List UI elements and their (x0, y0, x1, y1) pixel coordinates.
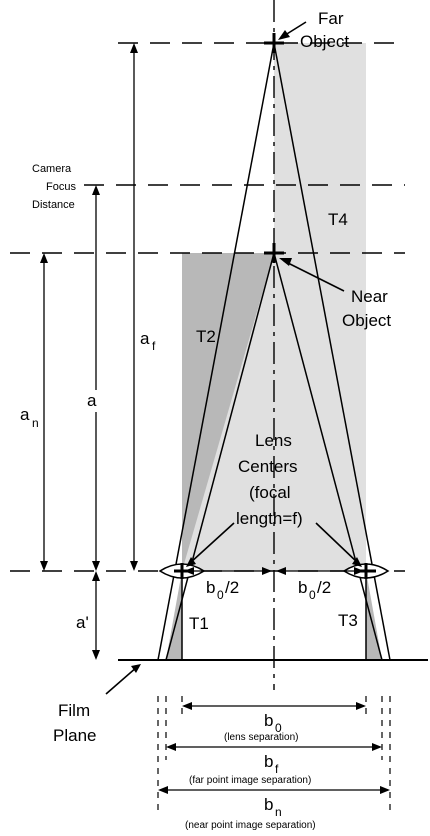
svg-text:/2: /2 (225, 578, 239, 597)
lens-centers-right-pointer-arrow (315, 522, 362, 567)
bf-dimension-arrow (166, 743, 382, 751)
t3-dark-wedge (366, 571, 382, 660)
near-object-marker (264, 243, 284, 263)
a-label: a (85, 390, 101, 412)
svg-text:b: b (264, 752, 273, 771)
far-object-marker (264, 33, 284, 53)
t4-label: T4 (328, 210, 348, 229)
a-f-label: a f (138, 327, 164, 355)
bottom-dimension-ticks (157, 696, 391, 815)
t4-shaded-region (274, 43, 366, 571)
film-plane-label-line1: Film (58, 701, 90, 720)
ray-near-right (273, 252, 383, 661)
ray-far-right (273, 42, 391, 661)
svg-text:a': a' (76, 613, 89, 632)
film-plane-pointer-arrow (105, 664, 141, 695)
near-object-label-line2: Object (342, 311, 391, 330)
far-object-pointer-arrow (278, 21, 307, 40)
vertical-dimension-arrows (40, 43, 138, 660)
svg-text:b: b (264, 795, 273, 814)
t1-label: T1 (189, 614, 209, 633)
a-dimension-arrow (92, 185, 100, 571)
camera-focus-label-line3: Distance (32, 199, 75, 211)
svg-text:0: 0 (309, 588, 316, 602)
svg-text:b: b (206, 578, 215, 597)
half-b0-left-label: b 0 /2 (206, 578, 239, 602)
svg-text:n: n (275, 805, 282, 819)
half-b0-right-label: b 0 /2 (298, 578, 331, 602)
svg-text:a: a (140, 329, 150, 348)
lens-centers-label-line2: Centers (238, 457, 298, 476)
a-n-label: a n (20, 405, 39, 430)
a-n-dimension-arrow (40, 253, 48, 571)
svg-text:a: a (20, 405, 30, 424)
shaded-regions (166, 43, 382, 660)
near-object-pointer-arrow (279, 258, 345, 292)
ray-near-left (165, 252, 275, 661)
bf-label: b f (264, 752, 279, 776)
lens-centers-label-line3: (focal (249, 483, 291, 502)
lens-centers-left-pointer-arrow (186, 522, 235, 567)
a-prime-dimension-arrow (92, 571, 100, 660)
film-plane-label-line2: Plane (53, 726, 96, 745)
svg-text:f: f (152, 339, 156, 353)
bn-description: (near point image separation) (185, 820, 316, 831)
near-object-label-line1: Near (351, 287, 388, 306)
svg-text:/2: /2 (317, 578, 331, 597)
camera-focus-label-line1: Camera (32, 163, 72, 175)
svg-text:b: b (298, 578, 307, 597)
far-object-label-line1: Far (318, 9, 344, 28)
camera-focus-label-line2: Focus (46, 181, 76, 193)
bottom-dimension-arrows (158, 702, 390, 794)
t3-label: T3 (338, 611, 358, 630)
a-prime-label: a' (76, 613, 89, 632)
t2-dark-wedge (182, 253, 274, 571)
half-baseline-arrows (184, 567, 364, 575)
t2-label: T2 (196, 327, 216, 346)
text-labels: Far Object Camera Focus Distance T4 T2 N… (20, 9, 391, 831)
lens-centers-label-line4: length=f) (236, 509, 303, 528)
rays (157, 42, 391, 661)
bn-dimension-arrow (158, 786, 390, 794)
b0-description: (lens separation) (224, 732, 298, 743)
svg-text:b: b (264, 711, 273, 730)
svg-text:a: a (87, 391, 97, 410)
svg-text:0: 0 (275, 721, 282, 735)
ray-far-left (157, 42, 275, 661)
far-object-label-line2: Object (300, 32, 349, 51)
b0-label: b 0 (264, 711, 282, 735)
b0-dimension-arrow (182, 702, 366, 710)
object-markers (264, 33, 284, 263)
lens-centers-label-line1: Lens (255, 431, 292, 450)
svg-text:f: f (275, 762, 279, 776)
bn-label: b n (264, 795, 282, 819)
svg-text:n: n (32, 416, 39, 430)
svg-text:0: 0 (217, 588, 224, 602)
t1-dark-wedge (166, 571, 182, 660)
bf-description: (far point image separation) (189, 775, 311, 786)
a-f-dimension-arrow (130, 43, 138, 571)
pointer-arrows (105, 21, 362, 695)
